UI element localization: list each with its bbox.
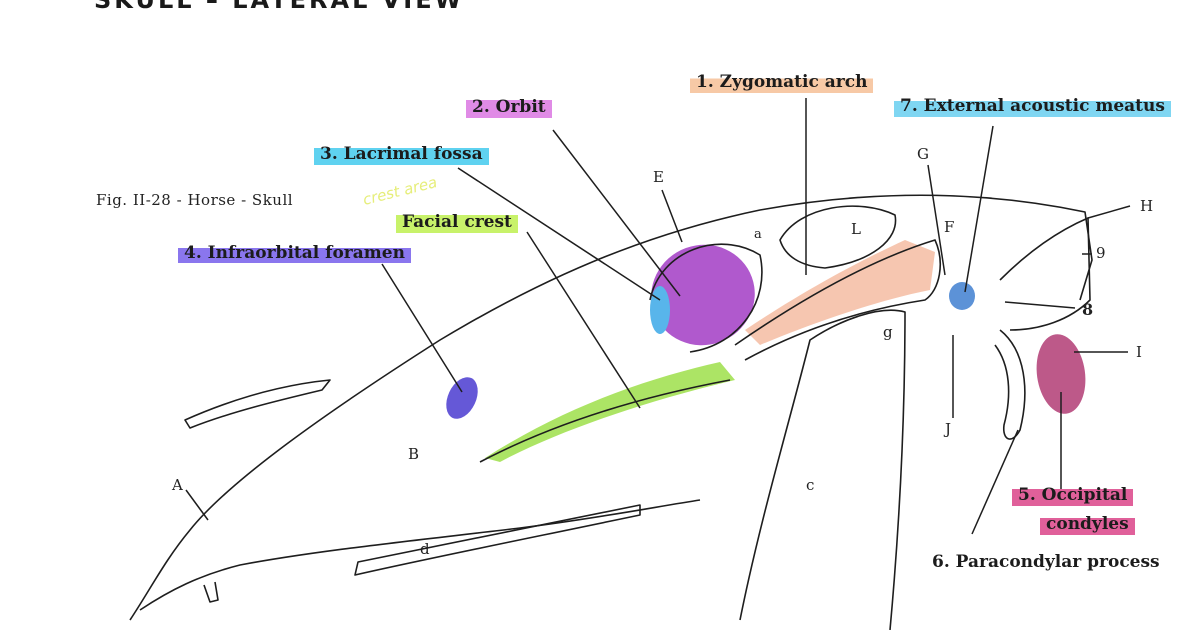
nasal-process (184, 379, 331, 429)
zygomatic-arch-highlight (745, 240, 935, 345)
label-orbit: 2. Orbit (466, 95, 552, 119)
letter-A: A (172, 476, 183, 494)
letter-H: H (1140, 197, 1154, 215)
label-paracondylar-process: 6. Paracondylar process (932, 552, 1160, 572)
leader-paracondylar (971, 429, 1019, 535)
occipital-condyle-highlight (1036, 334, 1086, 414)
paracondylar-process-shape (994, 329, 1026, 440)
lacrimal-fossa-highlight (650, 286, 670, 334)
leader-lines (185, 98, 1131, 535)
label-infraorbital-foramen: 4. Infraorbital foramen (178, 241, 411, 265)
letter-L: L (851, 220, 861, 238)
skull-outline (129, 194, 1093, 630)
label-occipital-line1: 5. Occipital (1012, 483, 1134, 507)
tooth-row (354, 504, 641, 576)
skull-dorsal-profile (129, 194, 1093, 621)
letter-E: E (653, 168, 664, 186)
label-number-8: 8 (1082, 300, 1094, 319)
letter-c: c (806, 476, 815, 494)
letter-d: d (420, 540, 430, 558)
leader-facial-crest (526, 231, 641, 409)
orbit-rim (649, 243, 763, 353)
page-title: SKULL – LATERAL VIEW (94, 0, 465, 14)
zygomatic-arch-line (734, 239, 941, 361)
anatomy-highlights (446, 240, 1086, 462)
facial-crest-highlight (485, 362, 735, 462)
figure-caption: Fig. II-28 - Horse - Skull (96, 191, 294, 209)
letter-G: G (917, 145, 929, 163)
label-occipital-line2: condyles (1040, 512, 1135, 536)
facial-crest-line (479, 379, 731, 463)
leader-H (1087, 205, 1131, 219)
incisor-tip (203, 581, 219, 603)
infraorbital-foramen-highlight (446, 377, 478, 419)
leader-8 (1004, 301, 1076, 309)
leader-infraorbital (381, 263, 463, 393)
label-lacrimal-fossa: 3. Lacrimal fossa (314, 142, 489, 166)
label-zygomatic-arch: 1. Zygomatic arch (690, 70, 874, 94)
acoustic-meatus-highlight (949, 282, 975, 310)
leader-A (185, 489, 209, 521)
orbit-highlight (651, 244, 755, 346)
label-number-9: 9 (1096, 244, 1106, 262)
occiput-outline (999, 217, 1091, 331)
letter-a: a (754, 227, 762, 242)
leader-G (927, 164, 946, 276)
letter-B: B (408, 445, 420, 463)
temporal-fossa (779, 205, 897, 269)
leader-orbit (552, 129, 681, 297)
leader-acoustic (964, 125, 994, 293)
label-facial-crest: Facial crest (396, 210, 518, 234)
letter-I: I (1136, 343, 1142, 361)
mandible-ramus (739, 309, 906, 630)
letter-F: F (944, 218, 955, 236)
leader-E (661, 189, 683, 243)
letter-g: g (883, 323, 893, 341)
label-acoustic-meatus: 7. External acoustic meatus (894, 94, 1171, 118)
leader-lacrimal (457, 167, 661, 301)
maxilla-outline (139, 499, 701, 611)
letter-J: J (945, 420, 952, 438)
